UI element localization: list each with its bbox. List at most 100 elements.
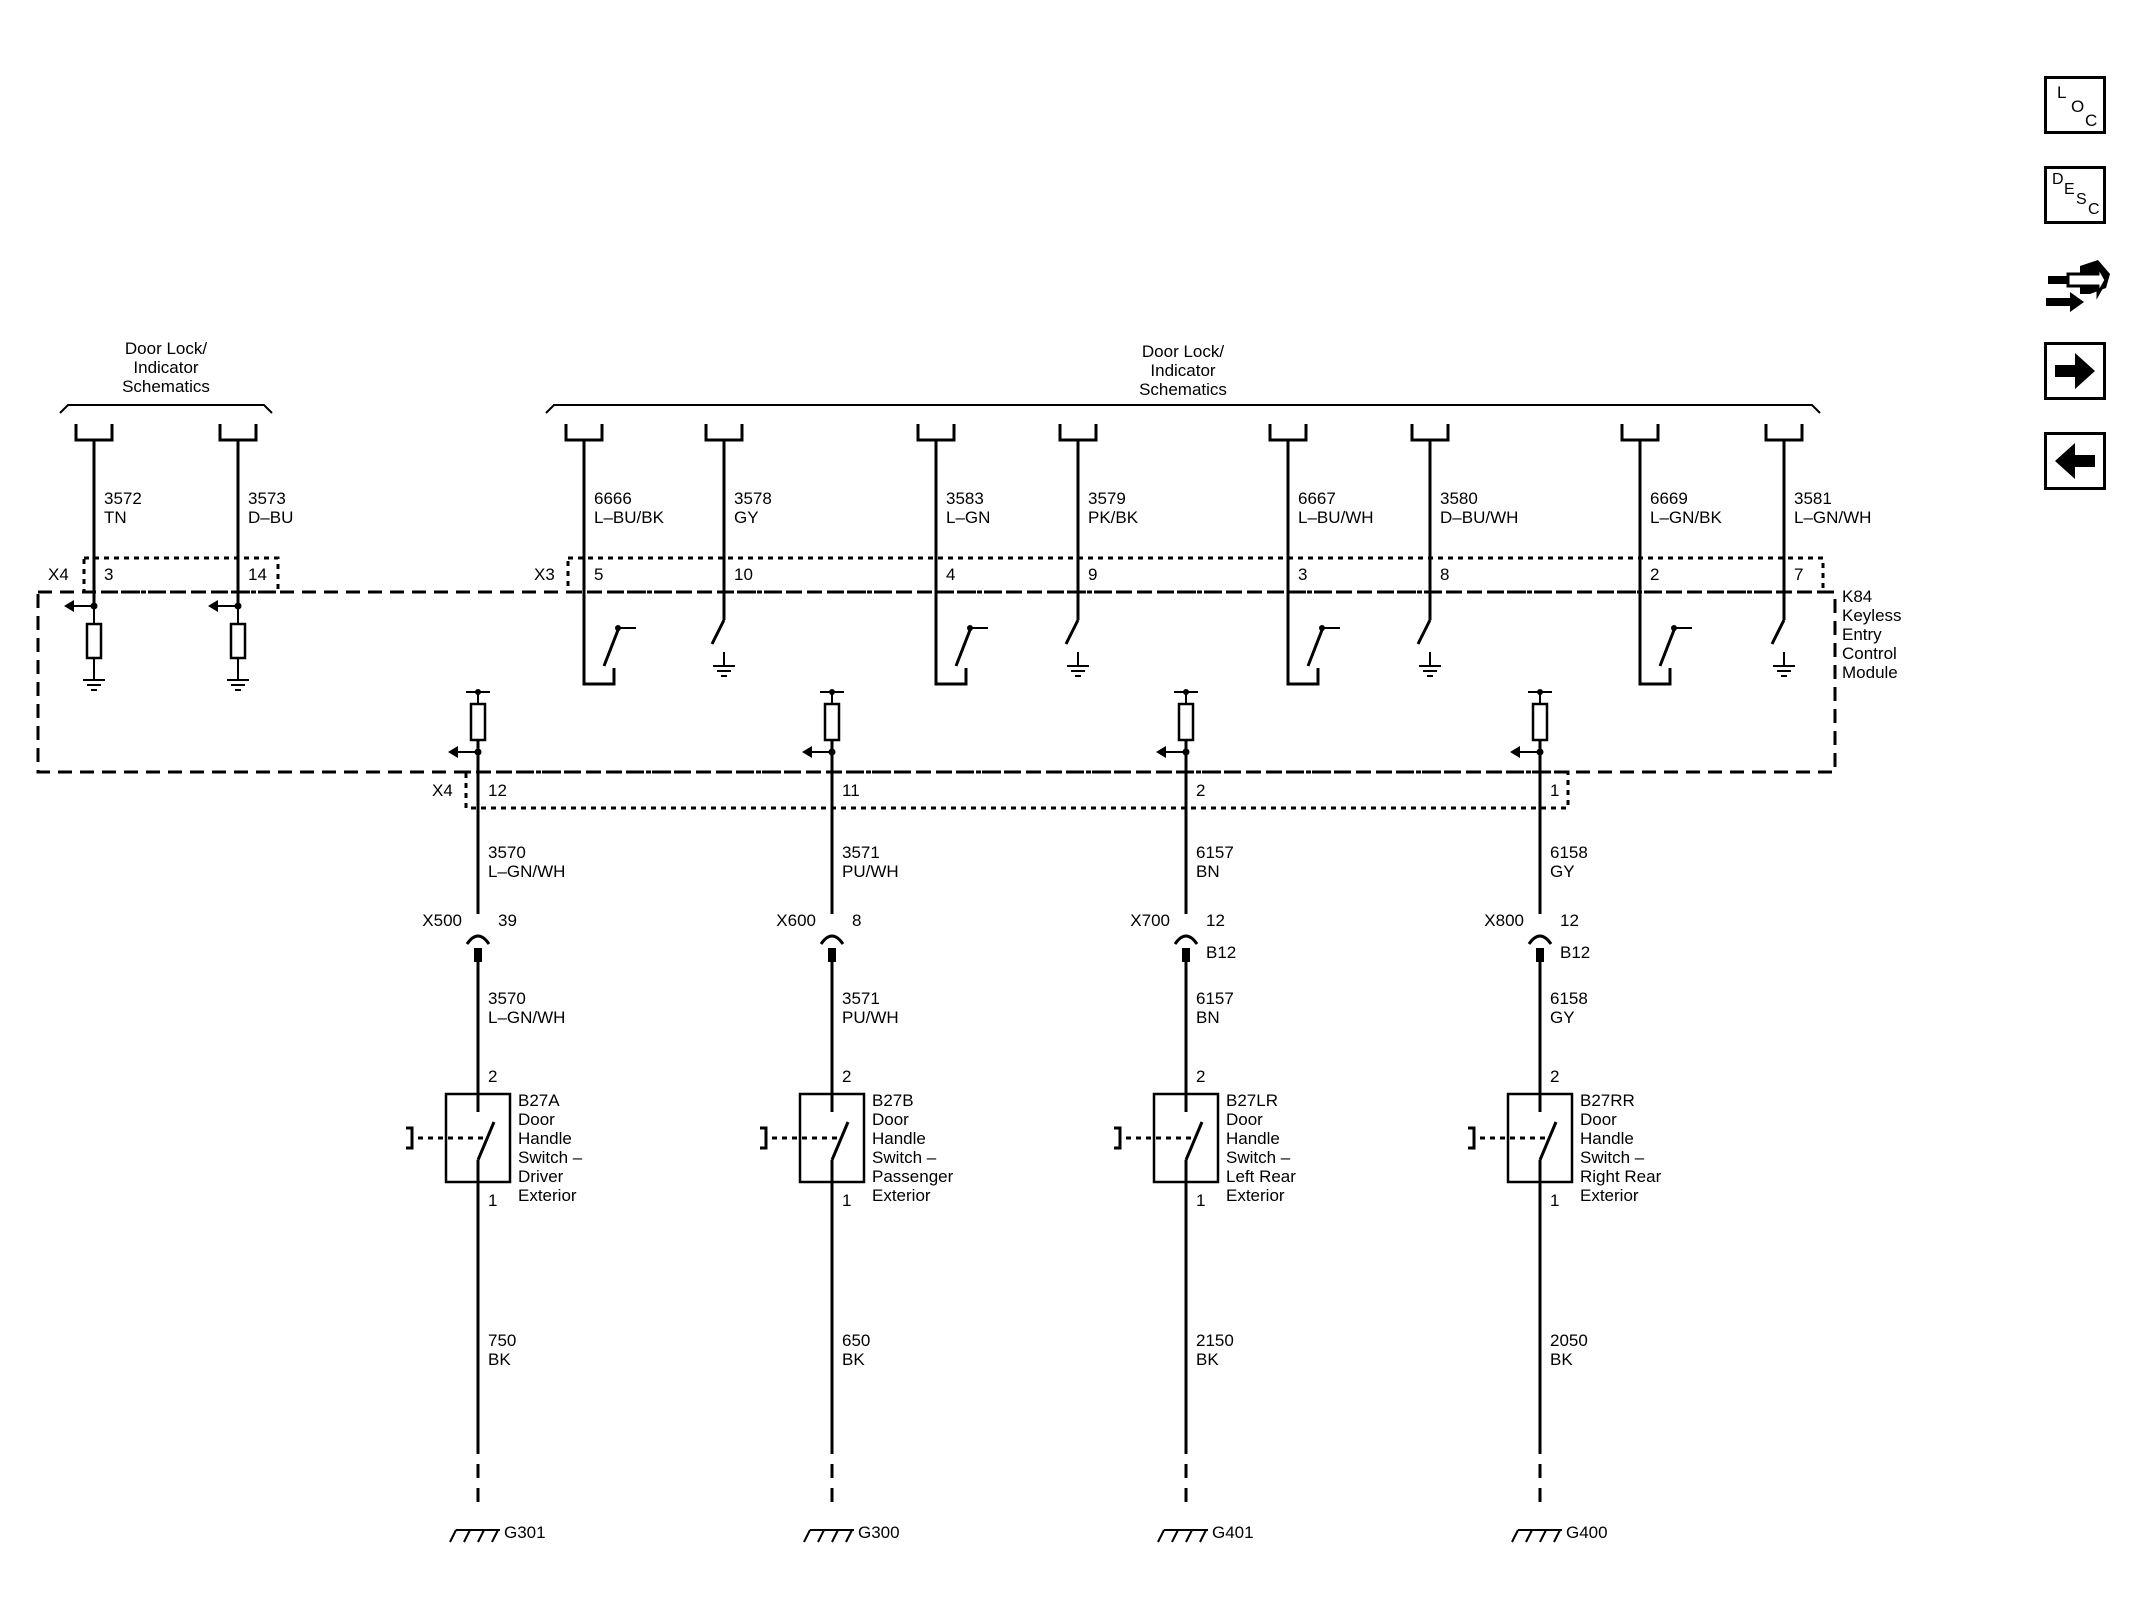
wire-color: PK/BK (1088, 508, 1139, 527)
switch-label-line: Exterior (872, 1186, 931, 1205)
terminal-symbol (74, 424, 114, 442)
switch-pin-top: 2 (488, 1067, 497, 1086)
switch-pin-top: 2 (842, 1067, 851, 1086)
top-right-circuits: 6666L–BU/BK53578GY103583L–GN43579PK/BK96… (564, 424, 1871, 686)
resistor (1531, 702, 1549, 742)
module-pin: 2 (1196, 781, 1205, 800)
driver-wire (1286, 440, 1320, 686)
terminal-symbol (564, 424, 604, 442)
module-label-line4: Control (1842, 644, 1897, 663)
ground-symbol (1419, 656, 1441, 677)
header-bracket-right (545, 404, 1821, 414)
module-label-line3: Entry (1842, 625, 1882, 644)
switch-label-line: B27RR (1580, 1091, 1635, 1110)
circuit-number: 3571 (842, 989, 880, 1008)
description-button[interactable]: D E S C (2044, 166, 2106, 224)
switch-blade (476, 1121, 496, 1161)
terminal-symbol (218, 424, 258, 442)
ground-symbol (83, 670, 105, 691)
arrow-head (802, 746, 812, 758)
actuator-bracket (406, 1126, 414, 1150)
circuit-number: 3570 (488, 989, 526, 1008)
wire-color: PU/WH (842, 1008, 899, 1027)
switch-pin-bottom: 1 (1196, 1191, 1205, 1210)
switch-label-line: Handle (1226, 1129, 1280, 1148)
location-button[interactable]: L O C (2044, 76, 2106, 134)
switch-blade (602, 629, 620, 667)
connector-x4-bottom: X4 (432, 781, 453, 800)
wiring-connector-icon[interactable] (2040, 244, 2112, 320)
terminal-symbol (1764, 424, 1804, 442)
resistor (823, 702, 841, 742)
switch-pin-top: 2 (1196, 1067, 1205, 1086)
circuit-number: 3570 (488, 843, 526, 862)
wire-color: BN (1196, 1008, 1220, 1027)
inline-pin: 8 (852, 911, 861, 930)
connector-x4-top: X4 (48, 565, 69, 584)
header-right-line3: Schematics (1139, 380, 1227, 399)
circuit-number: 6158 (1550, 989, 1588, 1008)
wire-color: L–BU/WH (1298, 508, 1374, 527)
switch-label-line: Driver (518, 1167, 564, 1186)
pin-number: 7 (1794, 565, 1803, 584)
ground-label: G301 (504, 1523, 546, 1542)
wire-color: L–BU/BK (594, 508, 665, 527)
circuit-number: 750 (488, 1331, 516, 1350)
circuit-number: 6667 (1298, 489, 1336, 508)
contact-dot (615, 625, 621, 631)
switch-label-line: Exterior (518, 1186, 577, 1205)
wire-color: TN (104, 508, 127, 527)
ground-symbol (1067, 656, 1089, 677)
wire-color: L–GN/WH (488, 862, 565, 881)
arrow-right-icon[interactable] (2044, 342, 2106, 400)
ground-label: G400 (1566, 1523, 1608, 1542)
switch-label-line: Left Rear (1226, 1167, 1296, 1186)
resistor (469, 702, 487, 742)
circuit-number: 6158 (1550, 843, 1588, 862)
circuit-number: 3581 (1794, 489, 1832, 508)
wire-color: D–BU (248, 508, 293, 527)
header-left-line2: Indicator (133, 358, 199, 377)
arrow-left-icon[interactable] (2044, 432, 2106, 490)
connector-x3-top: X3 (534, 565, 555, 584)
ground-symbol (713, 656, 735, 677)
circuit-number: 6666 (594, 489, 632, 508)
circuit-number: 3578 (734, 489, 772, 508)
switch-pin-bottom: 1 (1550, 1191, 1559, 1210)
switch-blade (1658, 629, 1676, 667)
loc-letter-2: O (2071, 97, 2085, 116)
desc-letter-4: C (2088, 201, 2100, 218)
pin-number: 3 (104, 565, 113, 584)
switch-label-line: B27B (872, 1091, 914, 1110)
wire-color: D–BU/WH (1440, 508, 1518, 527)
switch-blade (1770, 619, 1786, 645)
switch-blade (1416, 619, 1432, 645)
actuator-bracket (1114, 1126, 1122, 1150)
switch-label-line: Door (518, 1110, 555, 1129)
desc-letter-2: E (2064, 181, 2075, 198)
wire-color: BK (1196, 1350, 1219, 1369)
header-left-line1: Door Lock/ (125, 339, 207, 358)
pin-number: 2 (1650, 565, 1659, 584)
inline-pin-b: B12 (1206, 943, 1236, 962)
inline-connector: X600 (776, 911, 816, 930)
connector-male (828, 948, 836, 962)
switch-label-line: Handle (1580, 1129, 1634, 1148)
chassis-ground-symbol (1157, 1529, 1208, 1543)
switch-label-line: Switch – (1580, 1148, 1645, 1167)
loc-letter-3: C (2085, 111, 2098, 130)
ground-symbol (227, 670, 249, 691)
resistor (85, 622, 103, 660)
pin-number: 14 (248, 565, 267, 584)
pin-number: 5 (594, 565, 603, 584)
switch-blade (1306, 629, 1324, 667)
switch-blade (830, 1121, 850, 1161)
switch-label-line: Door (1226, 1110, 1263, 1129)
switch-label-line: Handle (872, 1129, 926, 1148)
terminal-symbol (916, 424, 956, 442)
chassis-ground-symbol (449, 1529, 500, 1543)
switch-blade (1184, 1121, 1204, 1161)
inline-pin: 12 (1206, 911, 1225, 930)
switch-label-line: Door (1580, 1110, 1617, 1129)
